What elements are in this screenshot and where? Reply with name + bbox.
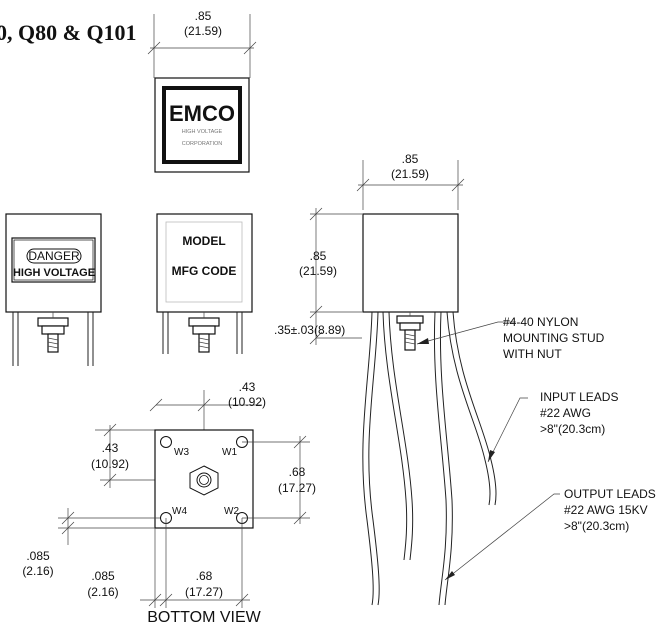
bv-edge-x-in: .085 (91, 569, 115, 583)
bv-bottom-mm: (17.27) (185, 585, 223, 599)
right-height-mm: (21.59) (299, 264, 337, 278)
right-width-mm: (21.59) (391, 167, 429, 181)
stud-length: .35±.03(8.89) (274, 323, 345, 337)
high-voltage-text: HIGH VOLTAGE (13, 267, 95, 279)
input-callout-2: #22 AWG (540, 406, 591, 420)
bv-right-mm: (17.27) (278, 481, 316, 495)
stud-callout-1: #4-40 NYLON (503, 315, 578, 329)
logo-line1: HIGH VOLTAGE (182, 129, 223, 135)
output-callout-1: OUTPUT LEADS (564, 487, 656, 501)
logo-brand: EMCO (169, 101, 235, 126)
pin-w1: W1 (222, 447, 237, 458)
bv-top-mm: (10.92) (228, 395, 266, 409)
bv-edge-x-mm: (2.16) (87, 585, 118, 599)
bv-top-in: .43 (239, 380, 256, 394)
bottom-view-label: BOTTOM VIEW (147, 609, 261, 626)
output-callout-3: >8"(20.3cm) (564, 519, 629, 533)
callouts: #4-40 NYLON MOUNTING STUD WITH NUT INPUT… (416, 315, 656, 581)
drawing-title: 0, Q80 & Q101 (0, 20, 137, 45)
right-height-in: .85 (310, 249, 327, 263)
side-view: MODEL MFG CODE (156, 213, 253, 354)
bv-edge-y-mm: (2.16) (22, 564, 53, 578)
input-callout-1: INPUT LEADS (540, 390, 618, 404)
stud-callout-2: MOUNTING STUD (503, 331, 605, 345)
bottom-view: .43 (10.92) .43 (10.92) W3 W1 W4 W2 .68 … (22, 380, 316, 626)
danger-text: DANGER (28, 249, 80, 263)
bv-left-mm: (10.92) (91, 457, 129, 471)
right-width-in: .85 (402, 152, 419, 166)
logo-line2: CORPORATION (182, 141, 223, 147)
bv-right-in: .68 (289, 465, 306, 479)
stud-callout-3: WITH NUT (503, 347, 562, 361)
bv-edge-y-in: .085 (26, 549, 50, 563)
pin-w3: W3 (174, 447, 189, 458)
logo-view: .85 (21.59) EMCO HIGH VOLTAGE CORPORATIO… (147, 9, 257, 173)
lead-view: .85 (21.59) .85 (21.59) .35±.03(8.89) (274, 152, 497, 606)
bv-bottom-in: .68 (196, 569, 213, 583)
bv-left-in: .43 (102, 441, 119, 455)
top-width-in: .85 (195, 9, 212, 23)
pin-w4: W4 (172, 506, 187, 517)
top-width-mm: (21.59) (184, 24, 222, 38)
front-view: DANGER HIGH VOLTAGE (5, 213, 102, 366)
model-text: MODEL (182, 234, 225, 248)
output-callout-2: #22 AWG 15KV (564, 503, 648, 517)
pin-w2: W2 (224, 506, 239, 517)
input-callout-3: >8"(20.3cm) (540, 422, 605, 436)
mfg-code-text: MFG CODE (172, 264, 237, 278)
